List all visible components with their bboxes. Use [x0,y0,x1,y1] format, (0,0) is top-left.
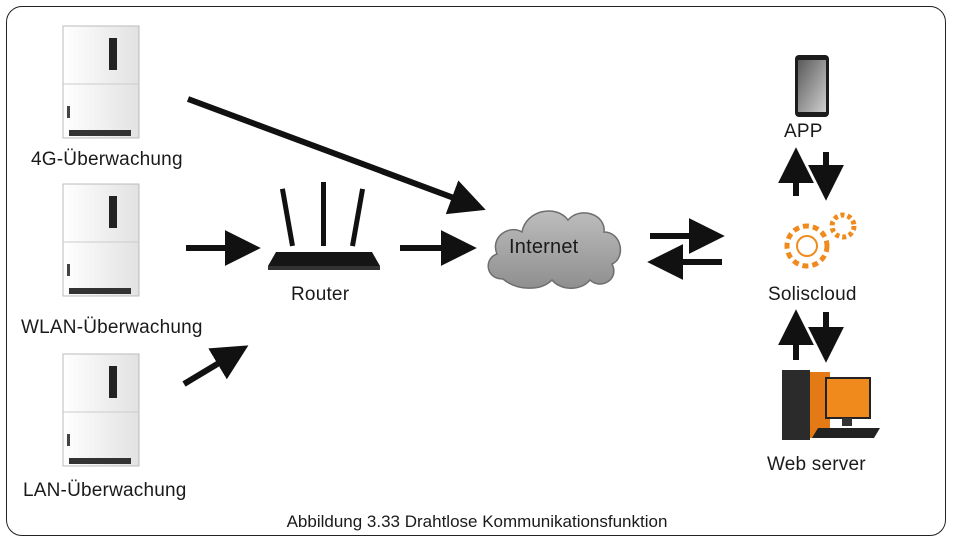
arrow-group [182,96,844,387]
diagram-frame [6,6,946,536]
arrow-lan-to-router [182,345,249,387]
figure-caption: Abbildung 3.33 Drahtlose Kommunikationsf… [286,512,668,531]
label-app: APP [784,121,823,142]
sun-gear-icon [784,212,857,269]
inverter-icon [62,25,140,139]
cloud-icon [487,210,622,289]
label-lan-monitoring: LAN-Überwachung [23,480,187,501]
inverter-icon [62,183,140,297]
computer-icon [782,370,880,440]
router-icon [268,182,380,270]
label-web-server: Web server [767,454,866,475]
arrow-4g-to-internet [186,96,486,215]
label-router: Router [291,284,350,305]
inverter-icon [62,353,140,467]
phone-icon [795,55,829,117]
label-soliscloud: Soliscloud [768,284,857,305]
label-4g-monitoring: 4G-Überwachung [31,149,183,170]
label-internet: Internet [509,236,579,258]
label-wlan-monitoring: WLAN-Überwachung [21,317,203,338]
